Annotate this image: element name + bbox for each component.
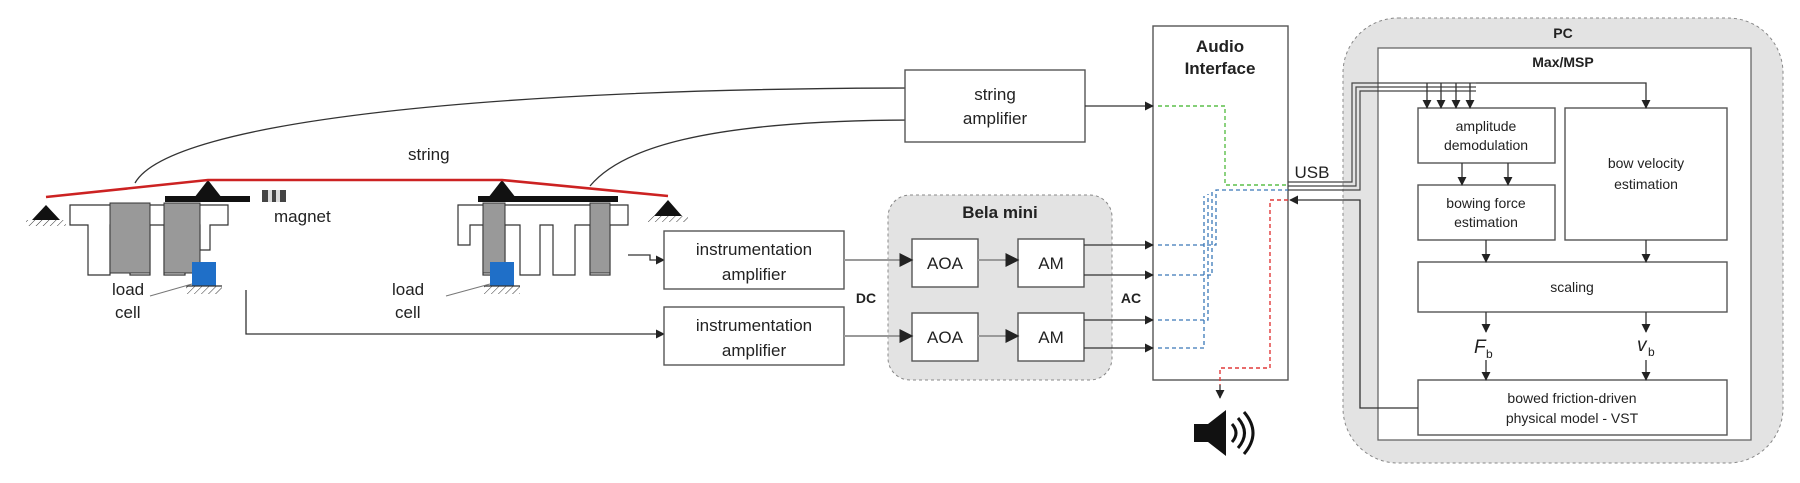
bowing-force-label-1: bowing force — [1446, 195, 1526, 211]
am-bottom-label: AM — [1038, 328, 1064, 347]
string-assembly — [26, 178, 688, 294]
amplitude-demodulation-box — [1417, 107, 1556, 164]
string — [45, 178, 669, 199]
support-right — [654, 200, 682, 216]
bow-velocity-label-2: estimation — [1614, 176, 1678, 192]
vb-subscript: b — [1648, 345, 1655, 359]
load-cell-label-left-1: load — [112, 280, 144, 299]
instr-amp-top-label-1: instrumentation — [696, 240, 812, 259]
bela-mini-label: Bela mini — [962, 203, 1038, 222]
string-label: string — [408, 145, 450, 164]
physical-model-label-2: physical model - VST — [1506, 410, 1639, 426]
bow-velocity-label-1: bow velocity — [1608, 155, 1684, 171]
instr-amp-top-label-2: amplifier — [722, 265, 787, 284]
string-amplifier-label-2: amplifier — [963, 109, 1028, 128]
support-left — [32, 205, 60, 220]
dc-label: DC — [856, 290, 876, 306]
pickup-wire-1 — [134, 87, 919, 184]
am-bottom — [1017, 312, 1085, 362]
load-cell-label-right-1: load — [392, 280, 424, 299]
string-amplifier-box — [904, 69, 1086, 143]
fb-symbol: F — [1474, 337, 1487, 358]
load-cell-label-left-2: cell — [115, 303, 141, 322]
amplitude-demodulation-label-1: amplitude — [1456, 118, 1517, 134]
pickup-wire-2 — [589, 119, 919, 187]
scaling-box — [1417, 261, 1728, 313]
physical-model-vst-box — [1417, 379, 1728, 436]
speaker-icon — [1194, 410, 1255, 456]
scaling-label: scaling — [1550, 279, 1594, 295]
audio-interface-box — [1152, 25, 1289, 381]
pc-label: PC — [1553, 25, 1572, 41]
am-top — [1017, 238, 1085, 288]
load-cell-wire-top — [628, 254, 665, 265]
instr-amp-bottom-label-1: instrumentation — [696, 316, 812, 335]
load-cell-right — [490, 262, 514, 286]
amplitude-demodulation-label-2: demodulation — [1444, 137, 1528, 153]
load-cell-wire-bottom — [245, 290, 665, 339]
load-cell-label-right-2: cell — [395, 303, 421, 322]
magnet-label: magnet — [274, 207, 331, 226]
audio-interface-label-1: Audio — [1196, 37, 1244, 56]
fb-subscript: b — [1486, 347, 1493, 361]
aoa-bottom-label: AOA — [927, 328, 964, 347]
bowing-force-estimation-box — [1417, 184, 1556, 241]
audio-interface-label-2: Interface — [1185, 59, 1256, 78]
aoa-top-label: AOA — [927, 254, 964, 273]
am-top-label: AM — [1038, 254, 1064, 273]
bowing-force-label-2: estimation — [1454, 214, 1518, 230]
usb-label: USB — [1295, 163, 1330, 182]
maxmsp-label: Max/MSP — [1532, 54, 1593, 70]
vb-symbol: v — [1637, 335, 1648, 356]
magnet — [262, 190, 286, 202]
string-amplifier-label-1: string — [974, 85, 1016, 104]
physical-model-label-1: bowed friction-driven — [1507, 390, 1636, 406]
instr-amp-bottom-label-2: amplifier — [722, 341, 787, 360]
instrumentation-amplifier-top — [663, 230, 845, 290]
load-cell-left — [192, 262, 216, 286]
bow-velocity-estimation-box — [1564, 107, 1728, 241]
aoa-bottom — [911, 312, 979, 362]
ac-label: AC — [1121, 290, 1141, 306]
instrumentation-amplifier-bottom — [663, 306, 845, 366]
